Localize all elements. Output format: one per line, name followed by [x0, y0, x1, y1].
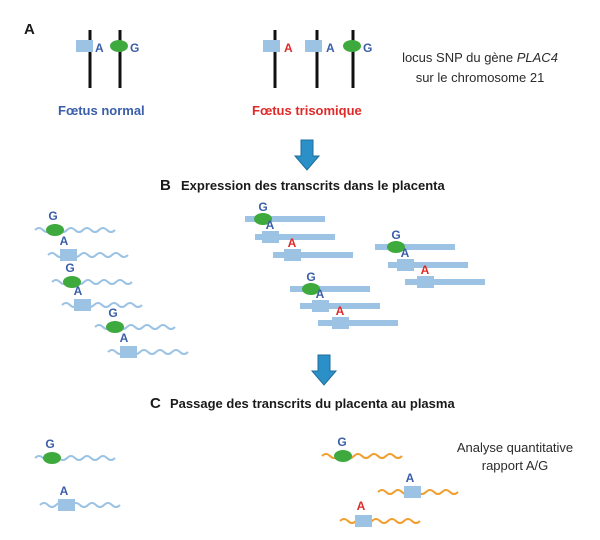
allele-label: A [288, 236, 297, 250]
allele-label: A [406, 471, 415, 485]
allele-a-box [60, 249, 77, 261]
transcript-bar [405, 279, 485, 285]
allele-label: A [266, 218, 275, 232]
analysis-line2: rapport A/G [482, 458, 548, 473]
allele-label: A [60, 234, 69, 248]
allele-a-box [404, 486, 421, 498]
allele-g-ellipse [46, 224, 64, 236]
allele-g-ellipse [343, 40, 361, 52]
allele-label: G [391, 228, 400, 242]
rna-strand [339, 518, 421, 524]
transcript-bar [388, 262, 468, 268]
allele-a-box [263, 40, 280, 52]
allele-label: A [336, 304, 345, 318]
allele-g-ellipse [43, 452, 61, 464]
allele-a-box [305, 40, 322, 52]
allele-a-box [355, 515, 372, 527]
panel-c-heading: Passage des transcrits du placenta au pl… [170, 396, 455, 411]
fetus-trisomic-label: Fœtus trisomique [252, 103, 362, 118]
transcript-bar [290, 286, 370, 292]
allele-label: G [45, 437, 54, 451]
allele-a-label: A [95, 41, 104, 55]
allele-g-ellipse [387, 241, 405, 253]
allele-g-label: G [363, 41, 372, 55]
allele-g-ellipse [110, 40, 128, 52]
locus-caption-line2: sur le chromosome 21 [416, 70, 545, 85]
allele-g-ellipse [302, 283, 320, 295]
transcript-bar [273, 252, 353, 258]
plasma-transcripts-trisomic: G A A [321, 435, 459, 527]
allele-label: G [258, 200, 267, 214]
allele-label: G [48, 209, 57, 223]
analysis-line1: Analyse quantitative [457, 440, 573, 455]
allele-a-box [397, 259, 414, 271]
allele-g-ellipse [63, 276, 81, 288]
allele-g-ellipse [106, 321, 124, 333]
transcript-bar [245, 216, 325, 222]
allele-label: A [357, 499, 366, 513]
allele-a-box [417, 276, 434, 288]
down-arrow-icon [310, 354, 338, 386]
allele-label: G [306, 270, 315, 284]
rna-strand [39, 502, 121, 508]
allele-a-box [332, 317, 349, 329]
allele-a-box [58, 499, 75, 511]
panel-a-letter: A [24, 21, 35, 38]
allele-label: A [421, 263, 430, 277]
panel-b-heading: Expression des transcrits dans le placen… [181, 178, 445, 193]
allele-label: G [65, 261, 74, 275]
fetus-normal-label: Fœtus normal [58, 103, 145, 118]
normal-fetus-chromosomes: A G [76, 30, 139, 88]
panel-b-letter: B [160, 177, 171, 194]
allele-a-label: A [326, 41, 335, 55]
allele-a-box [284, 249, 301, 261]
allele-g-ellipse [254, 213, 272, 225]
down-arrow-icon [293, 139, 321, 171]
allele-a-label-red: A [284, 41, 293, 55]
locus-prefix: locus SNP du gène [402, 50, 517, 65]
transcript-bar [318, 320, 398, 326]
trisomic-fetus-chromosomes: A A G [263, 30, 372, 88]
allele-a-box [262, 231, 279, 243]
transcript-bar [375, 244, 455, 250]
allele-label: A [74, 284, 83, 298]
allele-a-box [76, 40, 93, 52]
allele-a-box [312, 300, 329, 312]
allele-label: A [120, 331, 129, 345]
transcript-bar [255, 234, 335, 240]
allele-label: A [60, 484, 69, 498]
allele-g-ellipse [334, 450, 352, 462]
locus-gene-name: PLAC4 [517, 50, 558, 65]
allele-g-label: G [130, 41, 139, 55]
allele-label: A [316, 287, 325, 301]
panel-c-letter: C [150, 395, 161, 412]
plasma-transcripts-normal: GA [34, 437, 121, 511]
locus-caption-line1: locus SNP du gène PLAC4 [402, 50, 558, 65]
allele-label: A [401, 246, 410, 260]
transcript-bar [300, 303, 380, 309]
allele-label: G [337, 435, 346, 449]
allele-a-box [120, 346, 137, 358]
allele-label: G [108, 306, 117, 320]
allele-a-box [74, 299, 91, 311]
